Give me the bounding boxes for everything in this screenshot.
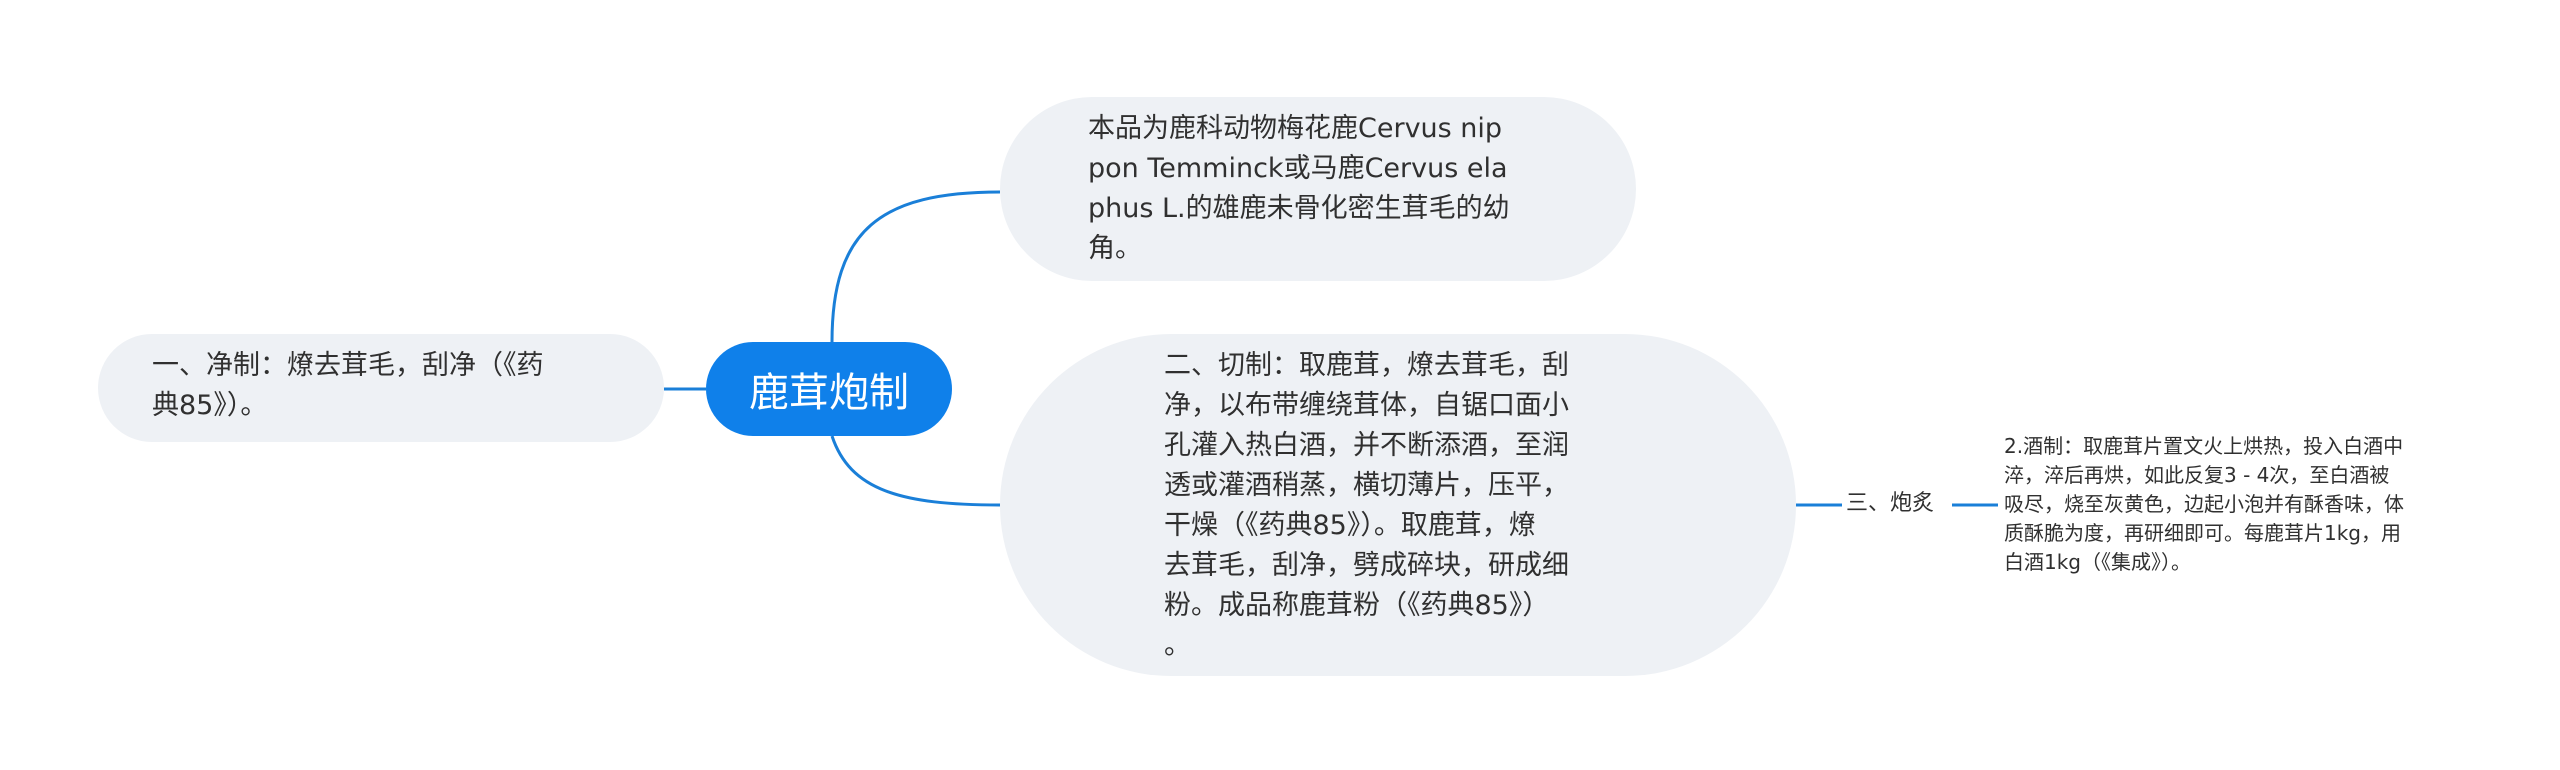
branch-node-cutting-text: 二、切制：取鹿茸，燎去茸毛，刮 净，以布带缠绕茸体，自锯口面小 孔灌入热白酒，并… — [1164, 350, 1569, 661]
branch-node-source[interactable]: 本品为鹿科动物梅花鹿Cervus nip pon Temminck或马鹿Cerv… — [1000, 97, 1636, 281]
branch-node-processing[interactable]: 三、炮炙 — [1846, 486, 1952, 522]
connector-central-to-source — [830, 190, 1001, 343]
branch-node-processing-label: 三、炮炙 — [1846, 491, 1935, 516]
leaf-node-wine-processing[interactable]: 2.酒制：取鹿茸片置文火上烘热，投入白酒中 淬，淬后再烘，如此反复3 - 4次，… — [2004, 432, 2484, 582]
central-topic[interactable]: 鹿茸炮制 — [706, 342, 952, 436]
branch-node-source-text: 本品为鹿科动物梅花鹿Cervus nip pon Temminck或马鹿Cerv… — [1088, 113, 1510, 264]
leaf-node-wine-processing-text: 2.酒制：取鹿茸片置文火上烘热，投入白酒中 淬，淬后再烘，如此反复3 - 4次，… — [2004, 434, 2404, 574]
connector-central-to-cutting — [830, 435, 1001, 507]
branch-node-purification[interactable]: 一、净制：燎去茸毛，刮净（《药 典85》）。 — [98, 334, 664, 442]
central-topic-label: 鹿茸炮制 — [749, 370, 909, 416]
branch-node-purification-text: 一、净制：燎去茸毛，刮净（《药 典85》）。 — [152, 350, 544, 421]
branch-node-cutting[interactable]: 二、切制：取鹿茸，燎去茸毛，刮 净，以布带缠绕茸体，自锯口面小 孔灌入热白酒，并… — [1000, 334, 1796, 676]
